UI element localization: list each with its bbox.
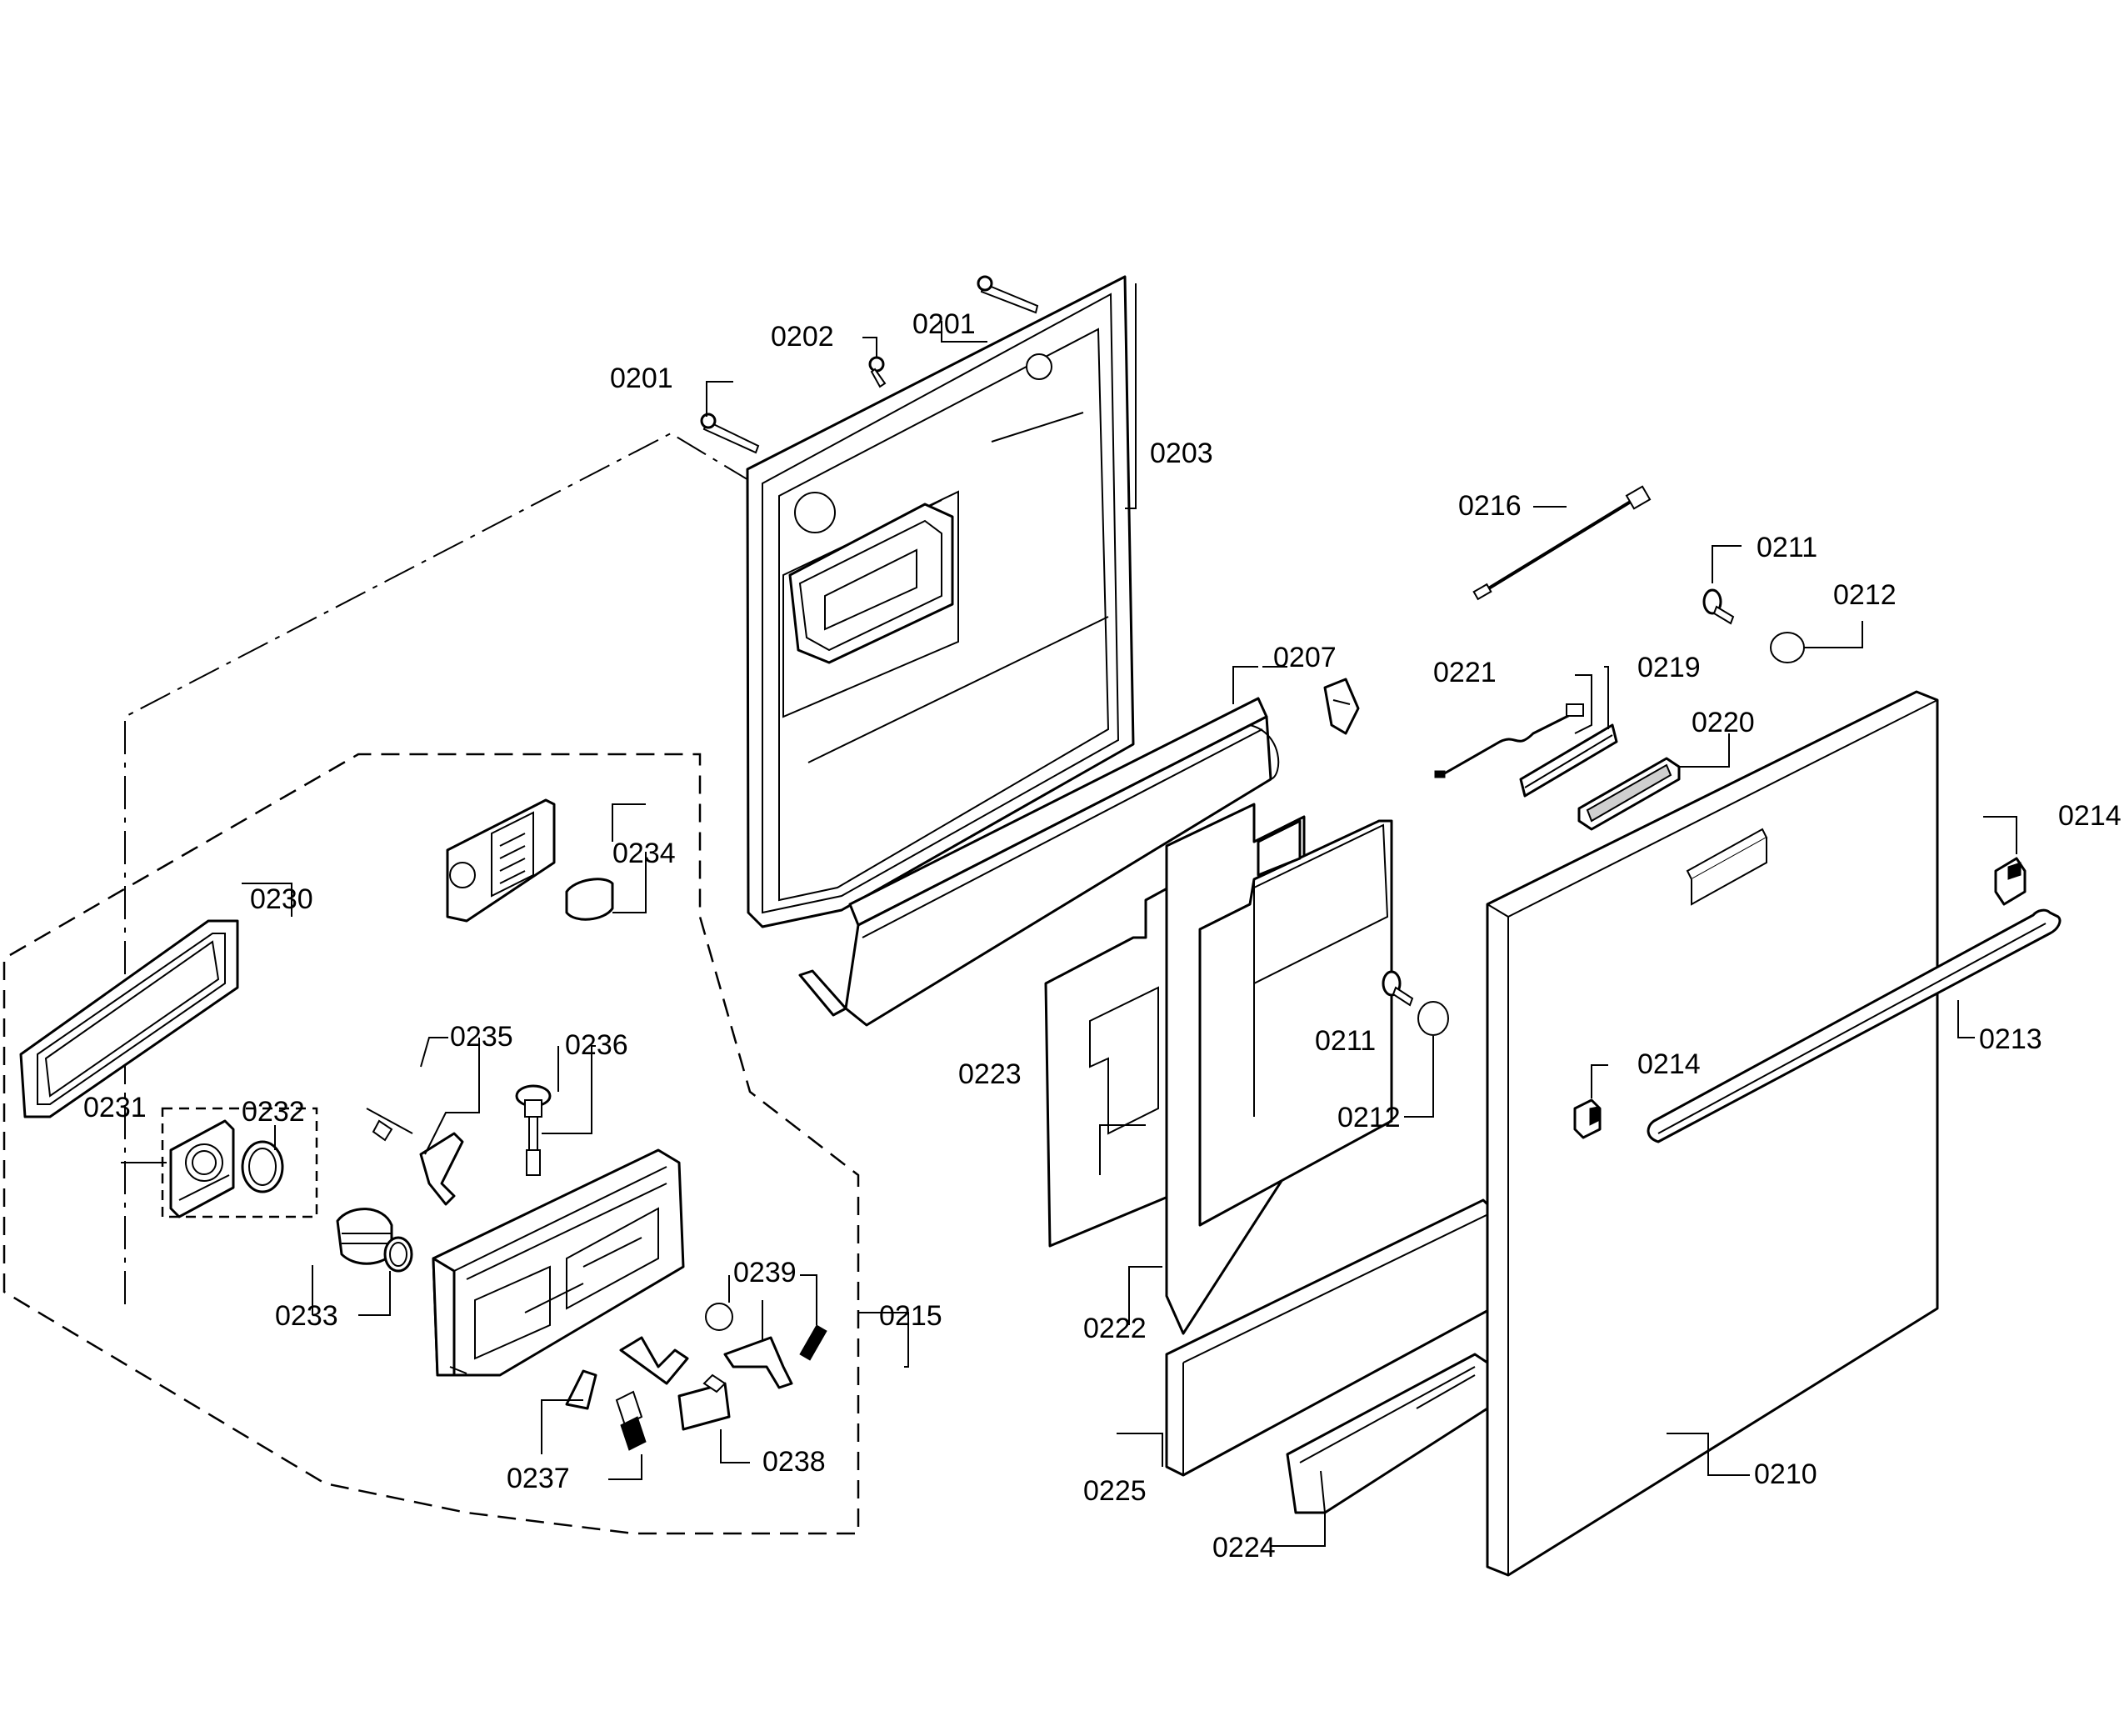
- label-0236: 0236: [565, 1029, 628, 1061]
- label-0220: 0220: [1692, 707, 1755, 738]
- small-hinge-part: [1323, 678, 1360, 735]
- lever-0239: [723, 1336, 793, 1389]
- bumper-disc-top: [1770, 632, 1805, 663]
- insulation-panel-0222: [1165, 803, 1393, 1335]
- label-0201-left: 0201: [610, 363, 673, 394]
- control-module-0220: [1577, 757, 1681, 831]
- seal-ring-0232: [241, 1140, 284, 1193]
- screw-small: [868, 356, 887, 388]
- spring-0239: [799, 1324, 827, 1361]
- assembly-boundary-0215: [2, 753, 860, 1535]
- label-0223: 0223: [958, 1058, 1022, 1090]
- label-0225: 0225: [1083, 1475, 1147, 1507]
- label-0230: 0230: [250, 883, 313, 915]
- label-0233: 0233: [275, 1300, 338, 1332]
- handle-cap-left: [1573, 1098, 1602, 1139]
- wire-cable-0216: [1472, 485, 1652, 601]
- label-0231: 0231: [83, 1092, 147, 1123]
- label-0238: 0238: [762, 1446, 826, 1478]
- handle-cap-right: [1994, 857, 2027, 906]
- label-0211-mid: 0211: [1315, 1025, 1376, 1057]
- label-0216: 0216: [1458, 490, 1522, 522]
- lever-0235: [419, 1132, 464, 1206]
- label-0210: 0210: [1754, 1458, 1817, 1490]
- label-0232: 0232: [242, 1096, 305, 1128]
- dispenser-housing-0215: [432, 1148, 685, 1377]
- label-0212-top: 0212: [1833, 579, 1897, 611]
- label-0212-mid: 0212: [1337, 1102, 1401, 1133]
- bumper-screw-mid: [1382, 970, 1414, 1007]
- gasket-0234: [565, 878, 614, 921]
- bumper-screw-top: [1702, 588, 1735, 625]
- dispenser-lid-0231: [169, 1119, 235, 1218]
- label-0221: 0221: [1433, 657, 1497, 688]
- plunger-0236: [515, 1084, 552, 1176]
- rinse-aid-cap-0233: [336, 1208, 393, 1265]
- door-channel-strip: [844, 697, 1280, 1027]
- bumper-disc-mid: [1417, 1001, 1449, 1036]
- inner-door-panel: [746, 275, 1135, 1017]
- dispenser-frame-0230: [19, 919, 239, 1118]
- spring-0237: [620, 1416, 647, 1451]
- label-0203: 0203: [1150, 438, 1213, 469]
- label-0202: 0202: [771, 321, 834, 353]
- label-0215: 0215: [879, 1300, 942, 1332]
- spring-0235: [366, 1108, 413, 1142]
- actuator-0238: [677, 1373, 731, 1431]
- screw-top: [977, 275, 1039, 314]
- latch-0237: [565, 1369, 643, 1427]
- label-0214-right: 0214: [2058, 800, 2122, 832]
- door-handle: [1647, 908, 2062, 1143]
- o-ring-0233: [383, 1236, 413, 1273]
- label-0219: 0219: [1637, 652, 1701, 683]
- label-0222: 0222: [1083, 1313, 1147, 1344]
- leader-lines: [121, 283, 2017, 1547]
- label-0237: 0237: [507, 1463, 570, 1494]
- label-0213: 0213: [1979, 1023, 2042, 1055]
- label-0201-top: 0201: [912, 308, 976, 340]
- label-0224: 0224: [1212, 1532, 1276, 1563]
- label-0211-top: 0211: [1757, 532, 1817, 563]
- screw-left: [700, 413, 760, 454]
- label-0239: 0239: [733, 1257, 797, 1288]
- label-0214-left: 0214: [1637, 1048, 1701, 1080]
- ball-0239: [705, 1303, 733, 1331]
- label-0235: 0235: [450, 1021, 513, 1053]
- filter-cover-0234: [446, 798, 556, 923]
- outer-door-panel: [1486, 690, 1939, 1577]
- label-0234: 0234: [612, 838, 676, 869]
- wire-harness-0221: [1434, 703, 1584, 778]
- label-0207: 0207: [1273, 642, 1337, 673]
- lever-0237: [619, 1336, 689, 1385]
- label-plate-0219: [1519, 723, 1618, 798]
